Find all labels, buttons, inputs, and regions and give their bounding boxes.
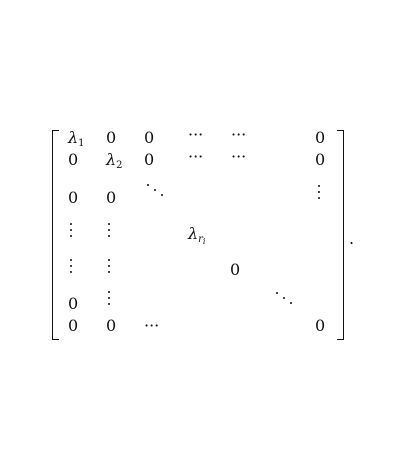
cell-lambda-ri: λri [188,224,205,246]
left-bracket [52,130,59,340]
cell-r5-c5: 0 [230,260,241,279]
cell-r2-c1: 0 [68,150,79,169]
cell-lambda-1: λ1 [68,128,85,149]
cell-r1-c5: ··· [231,125,247,144]
cell-r3-c2: 0 [106,188,117,207]
trailing-period: . [349,229,355,248]
subscript-1: 1 [78,138,85,149]
subscript-r: r [198,234,203,245]
right-bracket [337,130,344,340]
cell-lambda-2: λ2 [106,150,123,171]
cell-r1-c4: ··· [188,125,204,144]
cell-r7-c7: 0 [315,316,326,335]
cell-r7-c2: 0 [106,316,117,335]
cell-r2-c3: 0 [144,150,155,169]
cell-r7-c1: 0 [68,316,79,335]
cell-r1-c7: 0 [315,128,326,147]
cell-r2-c7: 0 [315,150,326,169]
cell-r2-c5: ··· [231,147,247,166]
vdots-r4-c2 [107,222,111,238]
cell-r2-c4: ··· [188,147,204,166]
vdots-r3-c7 [317,184,321,200]
cell-r1-c2: 0 [106,128,117,147]
cell-r6-c1: 0 [68,294,79,313]
lambda-symbol: λ [106,150,117,169]
vdots-r6-c2 [107,290,111,306]
vdots-r5-c1 [69,258,73,274]
cell-r1-c3: 0 [144,128,155,147]
vdots-r5-c2 [107,258,111,274]
cell-r7-c3: ··· [144,316,160,335]
lambda-symbol: λ [188,224,199,243]
subscript-2: 2 [116,160,123,171]
vdots-r4-c1 [69,222,73,238]
ddots-r3 [146,182,166,198]
ddots-r6 [275,290,295,306]
cell-r3-c1: 0 [68,188,79,207]
subscript-i: i [202,237,206,246]
lambda-symbol: λ [68,128,79,147]
